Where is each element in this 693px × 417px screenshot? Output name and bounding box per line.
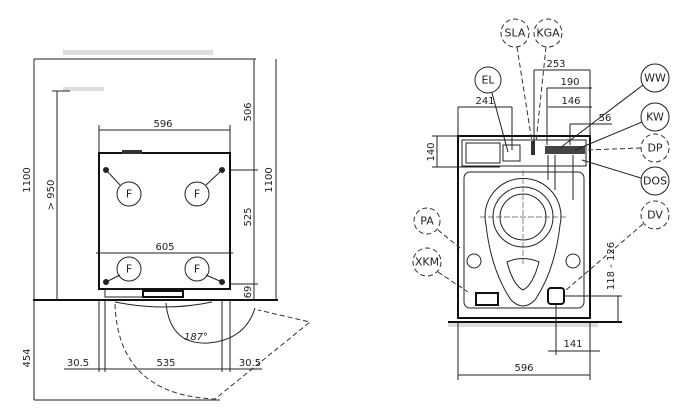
dim-141: 141 — [563, 339, 582, 350]
top-detail — [122, 150, 142, 154]
label-kga: KGA — [533, 18, 563, 48]
svg-text:KGA: KGA — [536, 27, 560, 40]
svg-text:KW: KW — [646, 111, 664, 124]
foot-markers — [103, 167, 225, 285]
rear-foot-left — [466, 253, 482, 269]
svg-text:DV: DV — [647, 209, 663, 222]
wall-hatch-top — [63, 50, 213, 55]
drum-outline — [484, 177, 562, 307]
dim-30-5-left: 30.5 — [67, 358, 89, 369]
dim-56: 56 — [599, 113, 612, 124]
dim-506: 506 — [243, 102, 254, 121]
label-el: EL — [474, 66, 502, 94]
foot-label-1: F — [116, 181, 142, 207]
drain-valve — [547, 287, 565, 305]
dim-535: 535 — [156, 358, 175, 369]
dim-525: 525 — [243, 207, 254, 226]
rear-panel — [463, 171, 585, 309]
dim-253: 253 — [546, 59, 565, 70]
dim-190: 190 — [560, 77, 579, 88]
dim-118-126: 118 - 126 — [606, 242, 617, 290]
svg-text:DOS: DOS — [643, 175, 667, 188]
dim-69: 69 — [243, 286, 254, 299]
label-dos: DOS — [640, 166, 670, 196]
svg-text:F: F — [126, 263, 132, 276]
control-box — [465, 142, 501, 164]
door-handle — [142, 290, 184, 298]
dim-146: 146 — [561, 96, 580, 107]
svg-text:SLA: SLA — [505, 27, 526, 40]
foot-label-2: F — [184, 181, 210, 207]
svg-text:EL: EL — [481, 74, 495, 87]
label-dv: DV — [640, 200, 670, 230]
svg-text:XKM: XKM — [415, 256, 439, 269]
label-plate — [475, 292, 499, 306]
label-dp: DP — [640, 133, 670, 163]
door-panel — [104, 288, 144, 298]
dim-596: 596 — [153, 119, 172, 130]
rear-foot-right — [565, 253, 581, 269]
left-view-top-plan: F F F F 1100 > 950 506 525 69 1100 454 5… — [22, 50, 312, 401]
svg-text:F: F — [194, 188, 200, 201]
foot-label-4: F — [184, 256, 210, 282]
dim-950: > 950 — [46, 180, 57, 211]
machine-rear-body — [457, 135, 591, 319]
right-view-rear-elevation: 253 190 146 56 241 140 118 - 126 141 596… — [412, 18, 670, 380]
water-inlets — [545, 146, 585, 154]
machine-body — [98, 152, 231, 290]
top-panel — [461, 139, 587, 167]
dim-241: 241 — [475, 96, 494, 107]
svg-text:WW: WW — [644, 72, 666, 85]
door-outline — [114, 301, 213, 308]
floor-hatch — [448, 323, 598, 327]
label-xkm: XKM — [412, 247, 442, 277]
svg-text:F: F — [194, 263, 200, 276]
dim-140: 140 — [426, 142, 437, 161]
dim-596-rear: 596 — [514, 363, 533, 374]
label-pa: PA — [413, 207, 441, 235]
label-kw: KW — [640, 102, 670, 132]
wall-hatch-small — [63, 87, 104, 91]
dim-605: 605 — [155, 242, 174, 253]
door-swing-arc — [114, 303, 312, 400]
label-ww: WW — [640, 63, 670, 93]
label-sla: SLA — [500, 18, 530, 48]
dim-454: 454 — [22, 348, 33, 367]
door-angle-arc — [165, 302, 256, 344]
dim-30-5-right: 30.5 — [239, 358, 261, 369]
door-angle-label: 187° — [184, 332, 208, 343]
dim-1100-right: 1100 — [264, 167, 275, 192]
svg-text:F: F — [126, 188, 132, 201]
svg-text:PA: PA — [420, 215, 434, 228]
leader-lines — [437, 46, 644, 293]
dim-1100-left: 1100 — [22, 167, 33, 192]
dimension-lines — [432, 69, 622, 380]
connector — [531, 141, 535, 155]
foot-label-3: F — [116, 256, 142, 282]
svg-text:DP: DP — [647, 142, 662, 155]
